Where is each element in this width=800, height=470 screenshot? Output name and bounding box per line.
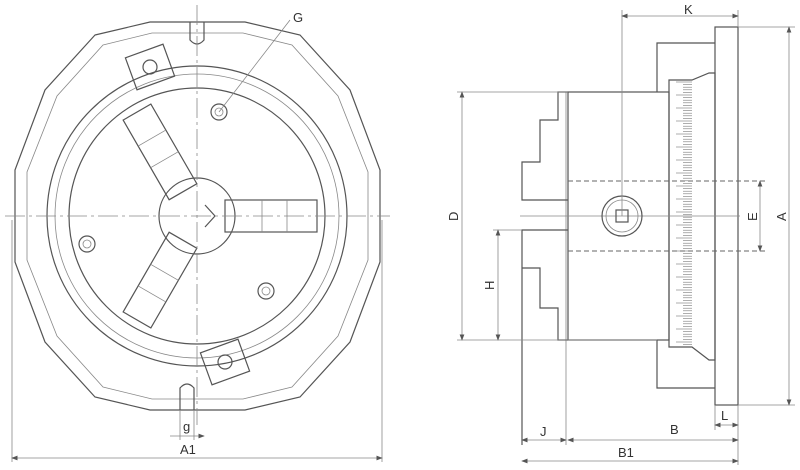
scale-ring bbox=[668, 72, 716, 361]
label-D: D bbox=[446, 212, 461, 221]
jaw-lower-left bbox=[122, 103, 198, 201]
label-B: B bbox=[670, 422, 679, 437]
g-leader bbox=[218, 19, 291, 113]
front-view: G g A1 bbox=[5, 5, 390, 462]
label-g: g bbox=[183, 419, 190, 434]
label-E: E bbox=[745, 212, 760, 221]
slot-bottom bbox=[179, 383, 195, 410]
label-A: A bbox=[774, 212, 789, 221]
label-G: G bbox=[293, 10, 303, 25]
side-view: K D H E A L J B B1 bbox=[446, 2, 795, 465]
jaw-upper-left bbox=[122, 231, 198, 329]
jaw-top bbox=[521, 91, 568, 201]
label-K: K bbox=[684, 2, 693, 17]
label-B1: B1 bbox=[618, 445, 634, 460]
label-L: L bbox=[721, 408, 728, 423]
clamp-blocks bbox=[124, 43, 251, 386]
label-H: H bbox=[482, 281, 497, 290]
jaw-bottom bbox=[521, 229, 568, 445]
mount-bolts bbox=[78, 103, 275, 300]
scale-ticks bbox=[676, 81, 692, 345]
label-A1: A1 bbox=[180, 442, 196, 457]
label-J: J bbox=[540, 424, 547, 439]
